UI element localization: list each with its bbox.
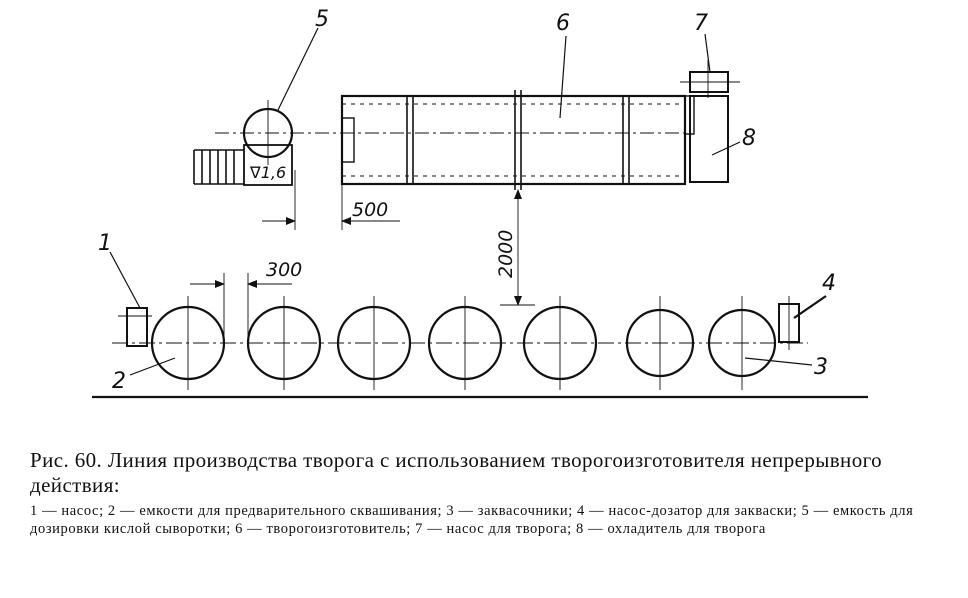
cheese-maker-inner-left: [341, 117, 355, 163]
label-3: 3: [814, 355, 828, 380]
label-6: 6: [556, 11, 570, 36]
process-line-diagram: 5 6 7 8 1 2 3 4 300 500 2000 ∇1,6: [92, 7, 868, 399]
label-5: 5: [315, 7, 329, 32]
dimension-300: 300: [266, 259, 302, 281]
dimension-500: 500: [352, 199, 388, 221]
caption-title: Рис. 60. Линия производства творога с ис…: [30, 448, 882, 497]
label-1: 1: [98, 231, 112, 256]
cottage-cheese-maker: [340, 94, 687, 186]
caption-legend: 1 — насос; 2 — емкости для предварительн…: [30, 503, 914, 537]
label-8: 8: [742, 126, 756, 151]
level-mark: ∇1,6: [249, 163, 286, 182]
vessel-5-fins: [193, 149, 244, 185]
label-7: 7: [694, 11, 708, 36]
cottage-cheese-cooler: [689, 95, 729, 183]
label-4: 4: [822, 271, 836, 296]
pump-1: [126, 307, 148, 347]
dimension-2000: 2000: [495, 230, 517, 278]
label-2: 2: [112, 369, 126, 394]
figure-caption: Рис. 60. Линия производства творога с ис…: [30, 448, 945, 538]
